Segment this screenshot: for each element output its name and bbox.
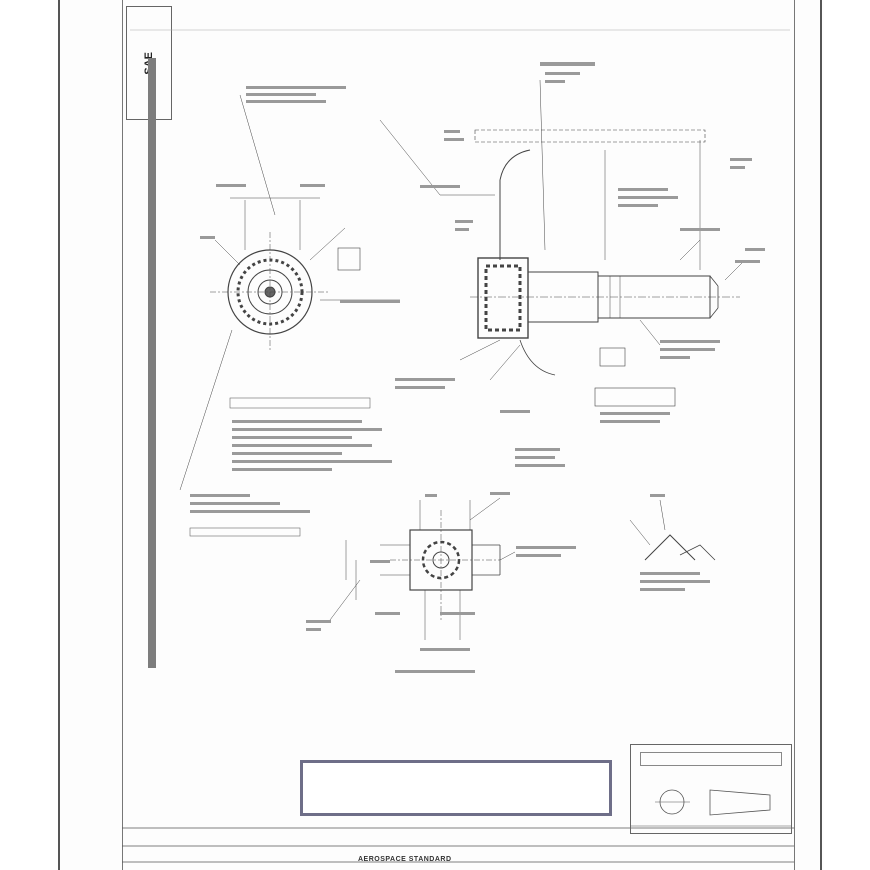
drawing-sheet (58, 0, 824, 870)
revision-bar (148, 58, 156, 668)
sheet-border-right (794, 0, 795, 870)
side-view-part (379, 79, 746, 407)
footer-title: AEROSPACE STANDARD (358, 856, 452, 863)
side-view-notes (395, 62, 765, 467)
notice-box (300, 760, 612, 816)
thread-detail (629, 499, 716, 561)
detail-view-notes (306, 492, 576, 673)
right-margin-strip (798, 400, 818, 840)
end-view-part (179, 94, 400, 491)
title-block-symbol (630, 789, 792, 827)
sheet-border-left (58, 0, 60, 870)
thread-detail-notes (640, 494, 710, 591)
title-block-head (640, 752, 782, 766)
title-block (630, 744, 792, 834)
sheet-border-inner (122, 0, 123, 870)
sheet-border-right-outer (820, 0, 822, 870)
detail-view-part (329, 497, 516, 640)
end-view-notes (189, 86, 400, 537)
